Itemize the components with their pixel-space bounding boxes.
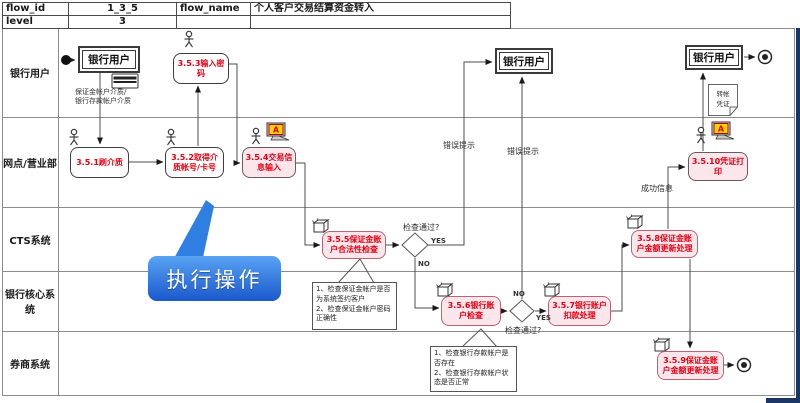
label-check-passed-1: 检查通过? bbox=[403, 223, 440, 232]
cell-level-value: 3 bbox=[69, 16, 177, 29]
actor-icon bbox=[696, 126, 706, 144]
svg-text:A: A bbox=[718, 125, 725, 134]
media-note: 保证金帐户介质/ 银行存款帐户介质 bbox=[75, 88, 131, 106]
node-3-5-7: 3.5.7银行账户扣款处理 bbox=[548, 296, 611, 326]
label-success-info: 成功信息 bbox=[641, 184, 673, 193]
node-label: 银行用户 bbox=[82, 50, 136, 69]
actor-icon bbox=[251, 127, 261, 145]
cube-icon bbox=[312, 218, 330, 233]
note-pointer-cts bbox=[337, 258, 375, 284]
node-bank-user-mid: 银行用户 bbox=[495, 48, 553, 74]
cell-flow-id-value: 1_3_5 bbox=[69, 3, 177, 16]
label-check-passed-2: 检查通过? bbox=[505, 326, 542, 335]
card-icon bbox=[111, 73, 139, 89]
cube-icon bbox=[543, 282, 561, 297]
lane-label-branch: 网点/营业部 bbox=[3, 158, 57, 170]
label-yes-1: YES bbox=[431, 237, 446, 245]
terminal-icon: A bbox=[266, 122, 290, 141]
node-3-5-4: 3.5.4交易信息输入 bbox=[242, 147, 296, 178]
node-3-5-5: 3.5.5保证金账户合法性检查 bbox=[322, 231, 386, 259]
note-pointer-core bbox=[461, 328, 498, 348]
end-node bbox=[757, 49, 773, 65]
node-bank-user-top: 银行用户 bbox=[78, 46, 140, 73]
node-label: 银行用户 bbox=[689, 49, 739, 66]
cube-icon bbox=[436, 282, 454, 297]
cube-icon bbox=[626, 214, 644, 229]
start-node bbox=[61, 55, 71, 65]
note-cts-check: 1、检查保证金帐户是否为系统签约客户 2、检查保证金帐户密码正确性 bbox=[312, 282, 397, 330]
connector-decision1-yes-error bbox=[428, 59, 493, 246]
node-3-5-10: 3.5.10凭证打印 bbox=[688, 152, 748, 181]
callout-execute-operation: 执行操作 bbox=[148, 256, 281, 301]
cell-flow-name-key: flow_name bbox=[177, 3, 251, 16]
label-error-prompt-2: 错误提示 bbox=[507, 147, 539, 156]
callout-tail bbox=[172, 200, 214, 262]
actor-icon bbox=[166, 128, 176, 146]
decision2-diamond bbox=[509, 299, 535, 323]
swimlane-grid bbox=[2, 28, 795, 396]
window-bottom-edge bbox=[766, 398, 800, 403]
node-3-5-8: 3.5.8保证金账户金额更新处理 bbox=[631, 230, 698, 258]
flow-header-table: flow_id 1_3_5 flow_name 个人客户交易结算资金转入 lev… bbox=[2, 2, 511, 29]
table-row: flow_id 1_3_5 flow_name 个人客户交易结算资金转入 bbox=[3, 3, 511, 16]
node-3-5-6: 3.5.6银行账户检查 bbox=[441, 296, 501, 326]
node-3-5-3: 3.5.3输入密码 bbox=[173, 53, 229, 84]
node-label: 银行用户 bbox=[499, 52, 549, 70]
cell-empty bbox=[251, 16, 511, 29]
end-node bbox=[736, 357, 752, 373]
connector-357-to-358 bbox=[611, 242, 630, 312]
node-3-5-2: 3.5.2取得介质帐号/卡号 bbox=[165, 147, 224, 178]
node-3-5-1: 3.5.1刷介质 bbox=[70, 147, 129, 178]
table-row: level 3 bbox=[3, 16, 511, 29]
label-no-1: NO bbox=[418, 260, 430, 268]
node-bank-user-right: 银行用户 bbox=[685, 45, 743, 70]
lane-label-bank-core: 银行核心系统 bbox=[5, 290, 55, 316]
connector-354-to-355 bbox=[296, 162, 321, 248]
label-no-2: NO bbox=[513, 290, 525, 298]
label-yes-2: YES bbox=[536, 314, 551, 322]
cell-flow-id-key: flow_id bbox=[3, 3, 69, 16]
actor-icon bbox=[184, 30, 194, 48]
cell-level-key: level bbox=[3, 16, 69, 29]
connector-353-to-354 bbox=[229, 63, 241, 166]
lane-label-cts: CTS系统 bbox=[9, 235, 51, 247]
connector-358-to-3510 bbox=[667, 164, 686, 229]
cell-flow-name-value: 个人客户交易结算资金转入 bbox=[251, 3, 511, 16]
label-error-prompt-1: 错误提示 bbox=[443, 141, 475, 150]
cube-icon bbox=[653, 337, 671, 352]
lane-label-broker: 券商系统 bbox=[10, 360, 50, 371]
actor-icon bbox=[69, 128, 79, 146]
lane-label-bank-user: 银行用户 bbox=[10, 69, 50, 80]
decision1-diamond bbox=[401, 232, 429, 258]
terminal-icon: A bbox=[711, 121, 735, 140]
note-core-check: 1、检查银行存款帐户是否存在 2、检查银行存款帐户状态是否正常 bbox=[430, 346, 517, 392]
node-3-5-9: 3.5.9保证金账户金额更新处理 bbox=[657, 351, 724, 380]
window-right-edge bbox=[796, 28, 800, 403]
document-label: 转帐 凭证 bbox=[716, 90, 730, 108]
svg-text:A: A bbox=[273, 126, 280, 135]
cell-empty bbox=[177, 16, 251, 29]
